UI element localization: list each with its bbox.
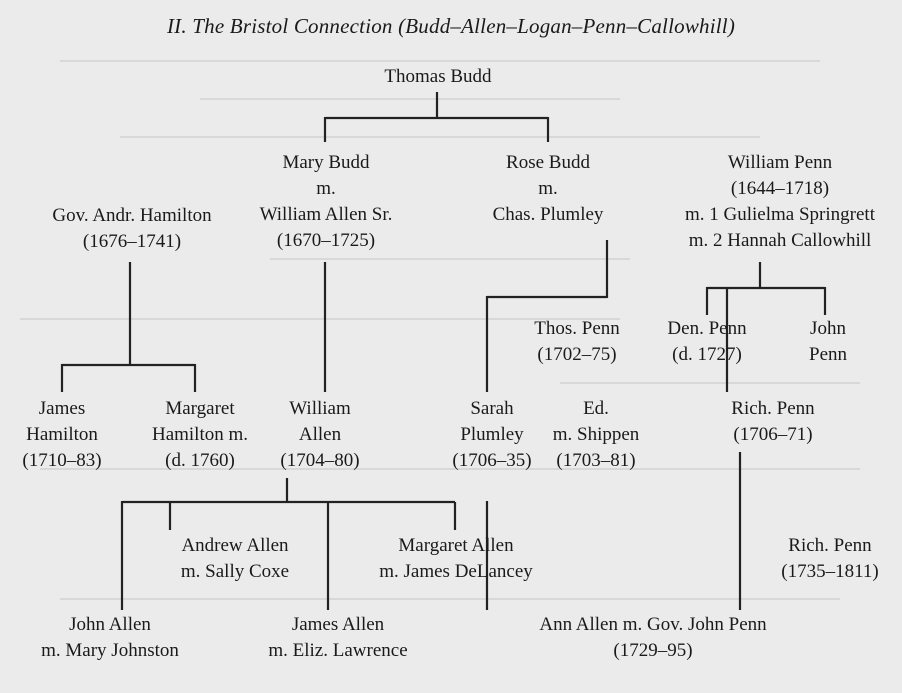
person-thos-penn: Thos. Penn (1702–75) [524,316,630,368]
person-mary-budd: Mary Budd m. William Allen Sr. (1670–172… [240,150,412,254]
life-dates: (1735–1811) [781,561,879,582]
name: Margaret Allen [398,535,514,556]
person-rose-budd: Rose Budd m. Chas. Plumley [460,150,636,228]
person-thomas-budd: Thomas Budd [380,64,496,90]
name: Ed. [583,398,609,419]
person-margaret-allen: Margaret Allen m. James DeLancey [350,533,562,585]
life-dates: (d. 1760) [165,450,235,471]
name: William Penn [727,152,833,173]
life-dates: (d. 1727) [672,344,742,365]
name: James Allen [291,614,385,635]
spouse-name: Chas. Plumley [492,204,604,225]
spouse-name: m. Mary Johnston [41,640,179,661]
name: Mary Budd [282,152,370,173]
name: Margaret [165,398,235,419]
name: Den. Penn [667,318,747,339]
name: Rich. Penn [731,398,815,419]
name: William [289,398,351,419]
name: John [810,318,846,339]
person-ed-shippen: Ed. m. Shippen (1703–81) [536,396,656,474]
person-den-penn: Den. Penn (d. 1727) [655,316,759,368]
name-line-2: Penn [809,344,847,365]
name: Andrew Allen [181,535,289,556]
name-line-2: Plumley [460,424,524,445]
person-margaret-hamilton: Margaret Hamilton m. (d. 1760) [140,396,260,474]
spouse-name: m. Eliz. Lawrence [268,640,408,661]
spouse-name: William Allen Sr. [259,204,393,225]
diagram-title: II. The Bristol Connection (Budd–Allen–L… [166,14,736,38]
life-dates: (1703–81) [556,450,636,471]
married-marker: m. [316,178,336,199]
life-dates: (1710–83) [22,450,102,471]
person-john-allen: John Allen m. Mary Johnston [14,612,206,664]
person-rich-penn: Rich. Penn (1706–71) [716,396,830,448]
name: John Allen [69,614,151,635]
spouse-name: m. Sally Coxe [180,561,290,582]
name-line-2: Hamilton m. [151,424,249,445]
person-sarah-plumley: Sarah Plumley (1706–35) [440,396,544,474]
name-line-2: Hamilton [26,424,98,445]
life-dates: (1729–95) [613,640,693,661]
life-dates: (1670–1725) [276,230,376,251]
person-james-allen: James Allen m. Eliz. Lawrence [250,612,426,664]
name-line-2: m. Shippen [552,424,640,445]
life-dates: (1706–35) [452,450,532,471]
person-james-hamilton: James Hamilton (1710–83) [12,396,112,474]
life-dates: (1676–1741) [82,231,182,252]
name: Sarah [470,398,514,419]
married-marker: m. [538,178,558,199]
spouse-1: m. 1 Gulielma Springrett [685,204,875,225]
person-william-penn: William Penn (1644–1718) m. 1 Gulielma S… [664,150,896,254]
life-dates: (1644–1718) [730,178,830,199]
life-dates: (1702–75) [537,344,617,365]
life-dates: (1704–80) [280,450,360,471]
name: Thomas Budd [384,66,492,87]
person-rich-penn-jr: Rich. Penn (1735–1811) [770,533,890,585]
name: Gov. Andr. Hamilton [52,205,212,226]
person-william-allen: William Allen (1704–80) [270,396,370,474]
person-john-penn: John Penn [800,316,856,368]
name: Thos. Penn [534,318,620,339]
name-and-spouse: Ann Allen m. Gov. John Penn [539,614,767,635]
name: James [38,398,86,419]
spouse-name: m. James DeLancey [379,561,533,582]
name: Rose Budd [506,152,590,173]
name-line-2: Allen [298,424,342,445]
spouse-2: m. 2 Hannah Callowhill [688,230,872,251]
person-andrew-hamilton: Gov. Andr. Hamilton (1676–1741) [14,203,250,255]
name: Rich. Penn [788,535,872,556]
person-andrew-allen: Andrew Allen m. Sally Coxe [160,533,310,585]
person-ann-allen: Ann Allen m. Gov. John Penn (1729–95) [520,612,786,664]
life-dates: (1706–71) [733,424,813,445]
